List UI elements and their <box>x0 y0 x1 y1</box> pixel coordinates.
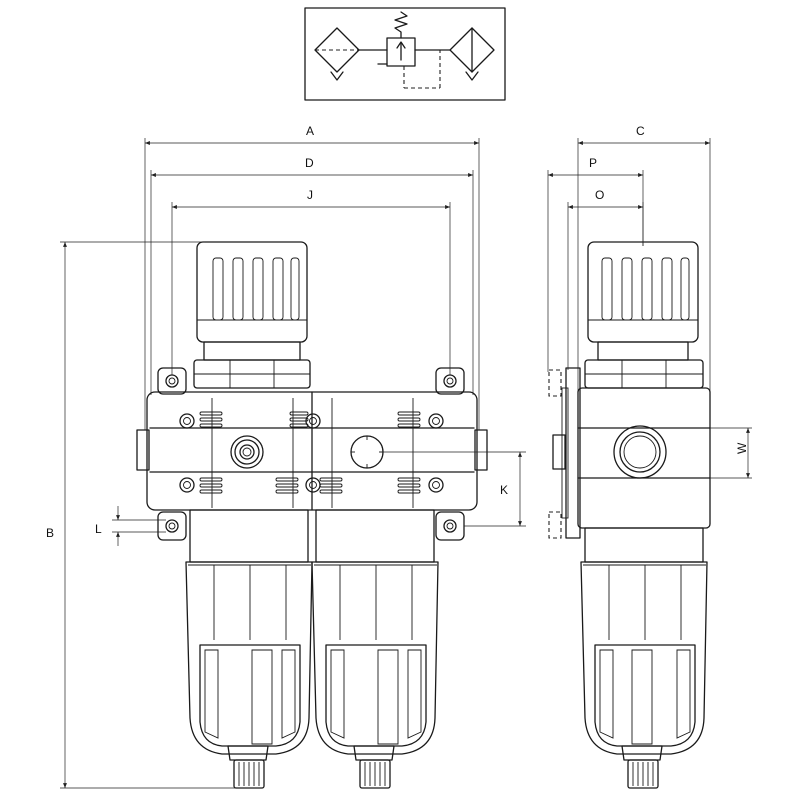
dimension-label-O: O <box>595 188 604 202</box>
dimension-label-C: C <box>636 124 645 138</box>
manifold-body <box>136 391 488 511</box>
dimension-J: J <box>172 188 450 209</box>
lubricator-bowl <box>311 509 439 789</box>
dimension-label-K: K <box>500 483 508 497</box>
dimension-lines: A D J B L K <box>46 124 752 789</box>
gauge-port-regulator <box>230 435 264 469</box>
dimension-label-D: D <box>305 156 314 170</box>
dimension-L: L <box>95 506 166 546</box>
regulator-knob <box>193 241 311 389</box>
dimension-A: A <box>145 124 479 145</box>
side-bowl <box>580 561 708 789</box>
dimension-W: W <box>710 427 752 479</box>
mounting-ear-bottom-right <box>435 511 465 541</box>
dimension-D: D <box>151 156 473 177</box>
side-regulator-knob <box>584 241 704 389</box>
filter-bowl <box>185 509 313 789</box>
pneumatic-symbol <box>304 7 506 101</box>
dimension-label-P: P <box>589 156 597 170</box>
dimension-label-J: J <box>307 188 313 202</box>
regulator-symbol <box>377 11 441 89</box>
side-body <box>548 367 711 563</box>
side-view <box>548 241 711 789</box>
dimension-K: K <box>380 451 526 527</box>
dimension-O: O <box>567 188 644 370</box>
dimension-label-L: L <box>95 522 102 536</box>
port-lubricator <box>350 435 384 469</box>
dimension-label-B: B <box>46 526 54 540</box>
dimension-B: B <box>46 241 236 789</box>
lubricator-symbol <box>449 27 495 81</box>
filter-symbol <box>314 27 360 81</box>
dimension-C: C <box>577 124 711 390</box>
dimension-label-W: W <box>735 442 749 454</box>
side-port <box>613 425 667 479</box>
mounting-ear-bottom-left <box>157 511 187 541</box>
front-view <box>136 241 488 789</box>
dimension-label-A: A <box>306 124 314 138</box>
